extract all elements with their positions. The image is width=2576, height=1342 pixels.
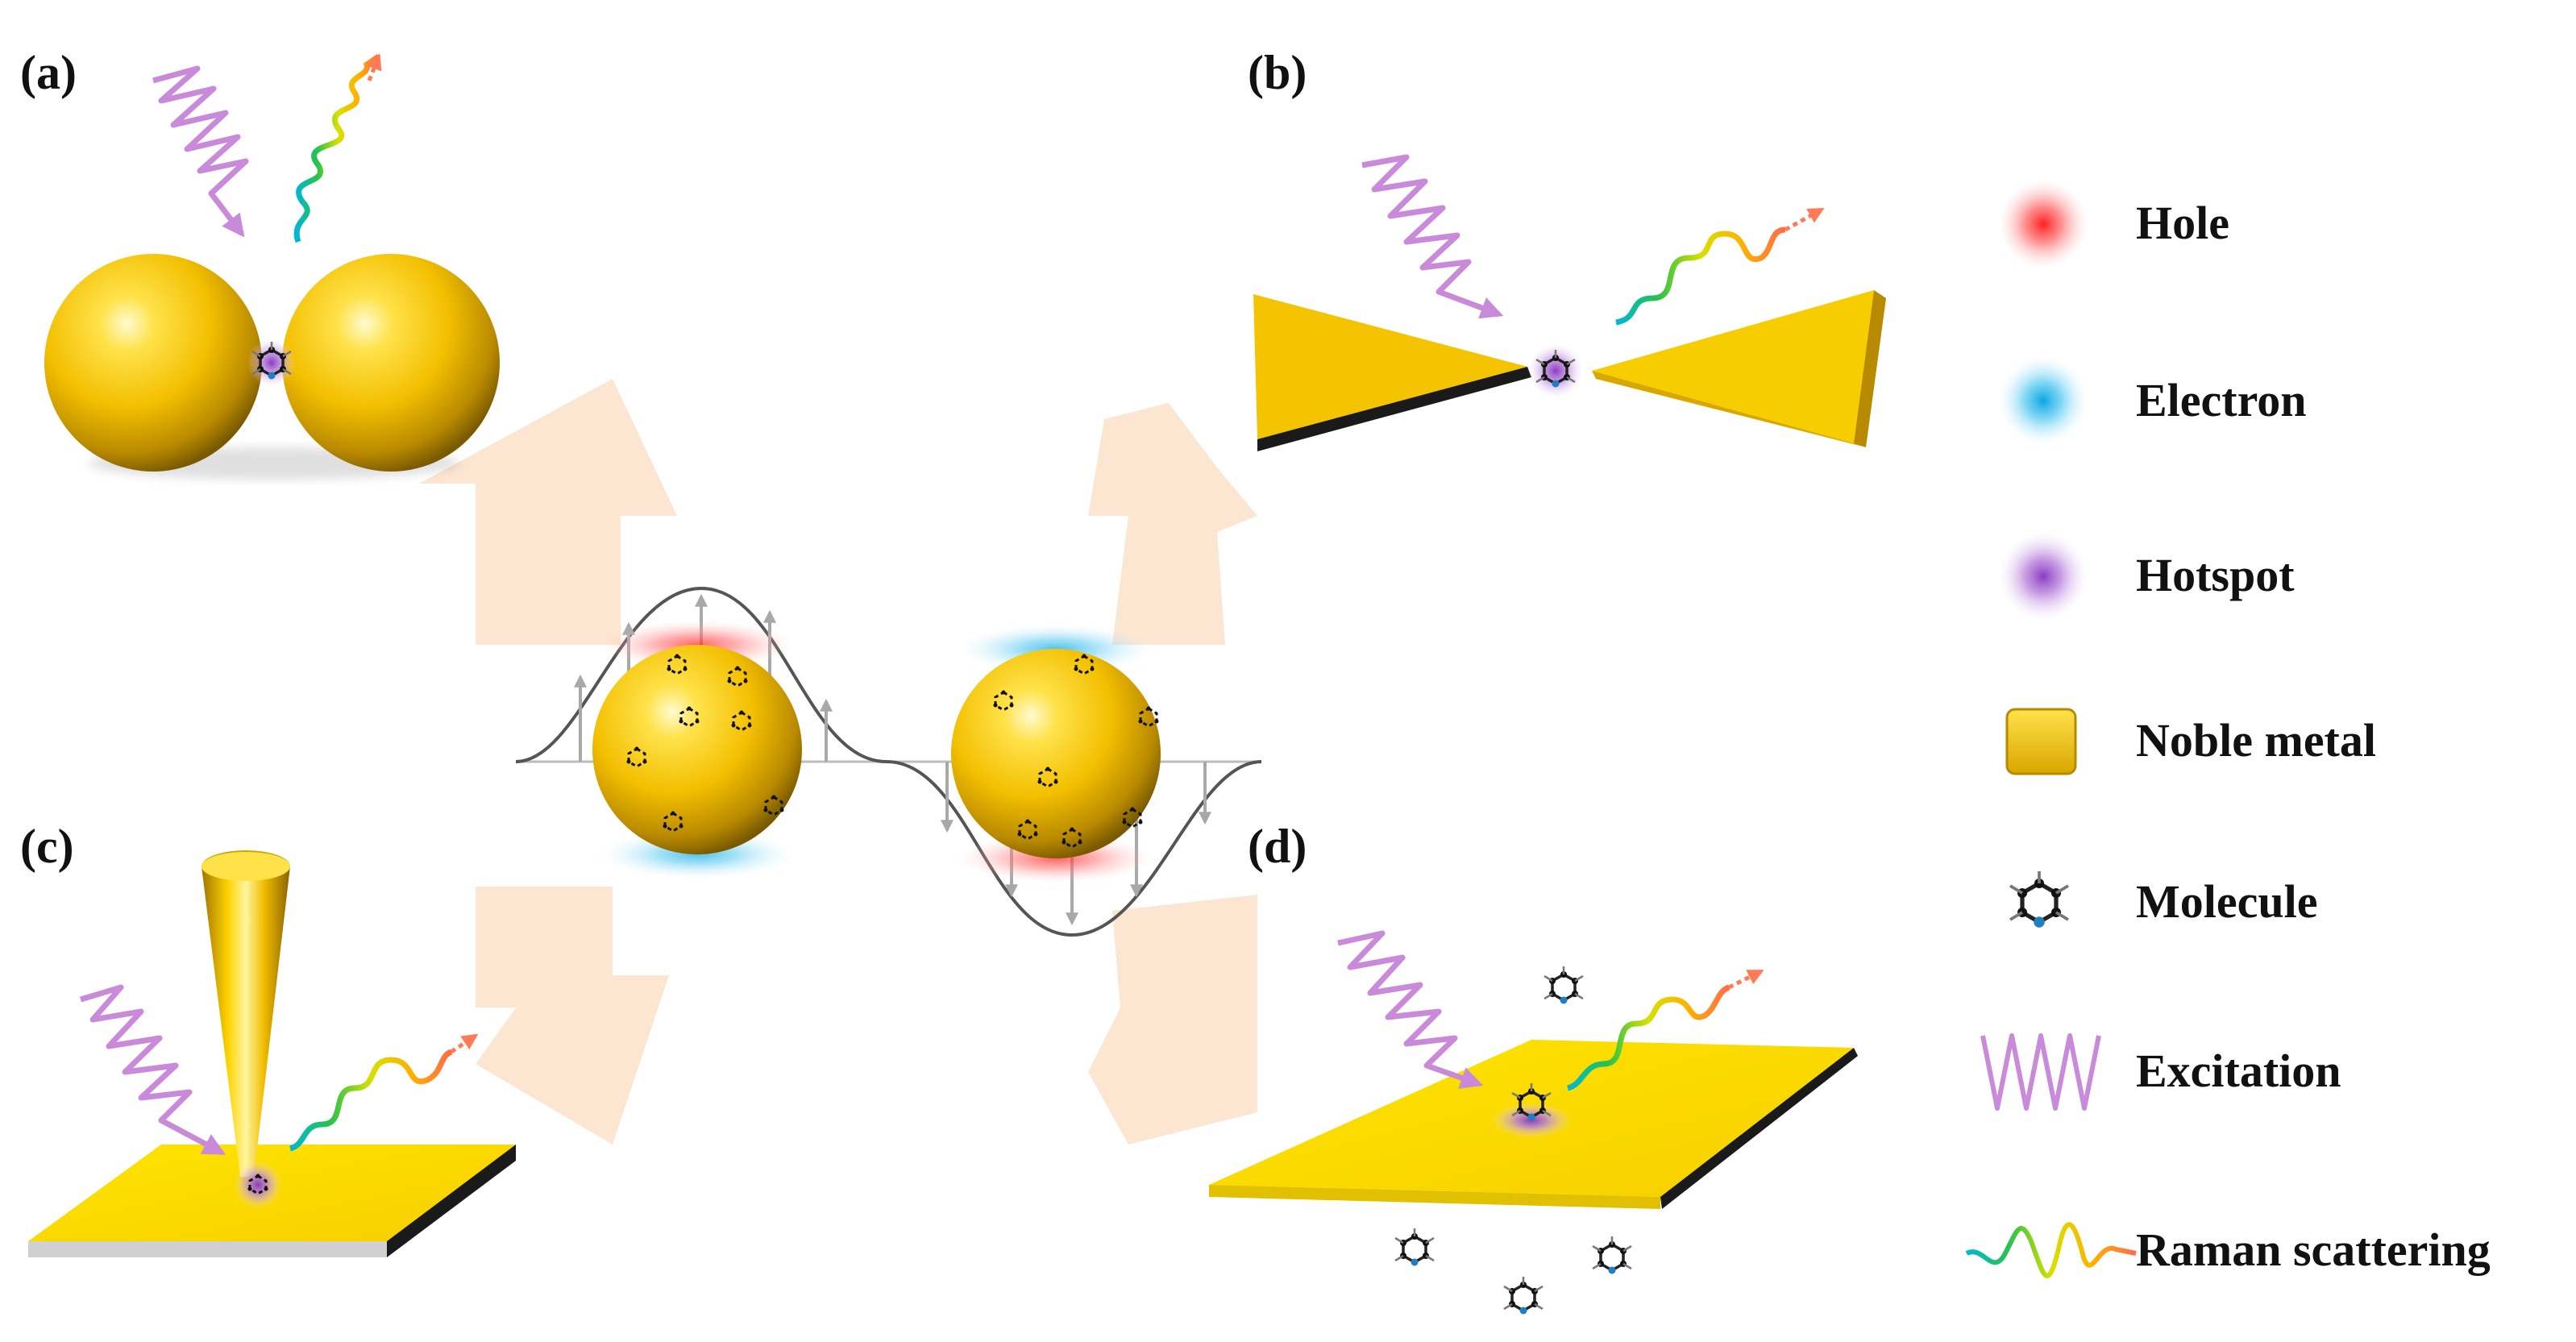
excitation-wave-a	[152, 65, 249, 238]
gold-tip	[202, 866, 290, 1177]
raman-wave-d	[1566, 984, 1730, 1091]
legend-symbols	[1965, 180, 2137, 1278]
arrow-to-a	[419, 379, 677, 645]
excitation-wave-c	[79, 984, 226, 1156]
peach-arrows	[419, 379, 1257, 1145]
excitation-wave-d	[1337, 930, 1484, 1089]
legend-molecule-label: Molecule	[2136, 875, 2318, 928]
legend-hole-label: Hole	[2136, 197, 2229, 249]
legend-electron-label: Electron	[2136, 374, 2307, 426]
panel-label-c: (c)	[20, 820, 74, 873]
noble-metal-icon	[2005, 708, 2077, 775]
arrow-to-c	[476, 887, 669, 1145]
legend-noble-metal-label: Noble metal	[2136, 714, 2376, 767]
excitation-wave-b	[1361, 154, 1504, 319]
raman-icon	[1965, 1222, 2137, 1278]
legend-raman-label: Raman scattering	[2136, 1224, 2491, 1276]
center-lspr	[515, 586, 1262, 937]
panel-b-bowtie	[1253, 154, 1886, 451]
hotspot-icon	[1999, 532, 2088, 621]
panel-c-tip	[28, 850, 516, 1257]
electron-icon	[1999, 356, 2088, 445]
panel-label-b: (b)	[1248, 46, 1307, 99]
legend-excitation-label: Excitation	[2136, 1045, 2341, 1097]
panel-a-dimer	[44, 53, 500, 480]
gold-sphere-right	[282, 254, 500, 472]
excitation-icon	[1980, 1033, 2101, 1111]
raman-wave-a	[293, 54, 380, 243]
gold-sphere-left	[44, 254, 262, 472]
panel-d-plate	[1209, 930, 1858, 1316]
arrow-to-d	[1088, 895, 1257, 1145]
arrow-to-b	[1088, 403, 1257, 645]
hotspot-glow	[247, 339, 296, 387]
raman-wave-b	[1615, 226, 1786, 326]
hotspot-glow-b	[1528, 343, 1583, 398]
molecule-icon	[2010, 871, 2068, 928]
center-sphere-right	[951, 649, 1161, 858]
panel-label-d: (d)	[1248, 820, 1307, 873]
center-sphere-left	[592, 645, 802, 854]
raman-wave-c	[289, 1049, 453, 1152]
panel-label-a: (a)	[20, 46, 77, 99]
hole-icon	[1999, 180, 2088, 268]
legend-hotspot-label: Hotspot	[2136, 549, 2295, 601]
